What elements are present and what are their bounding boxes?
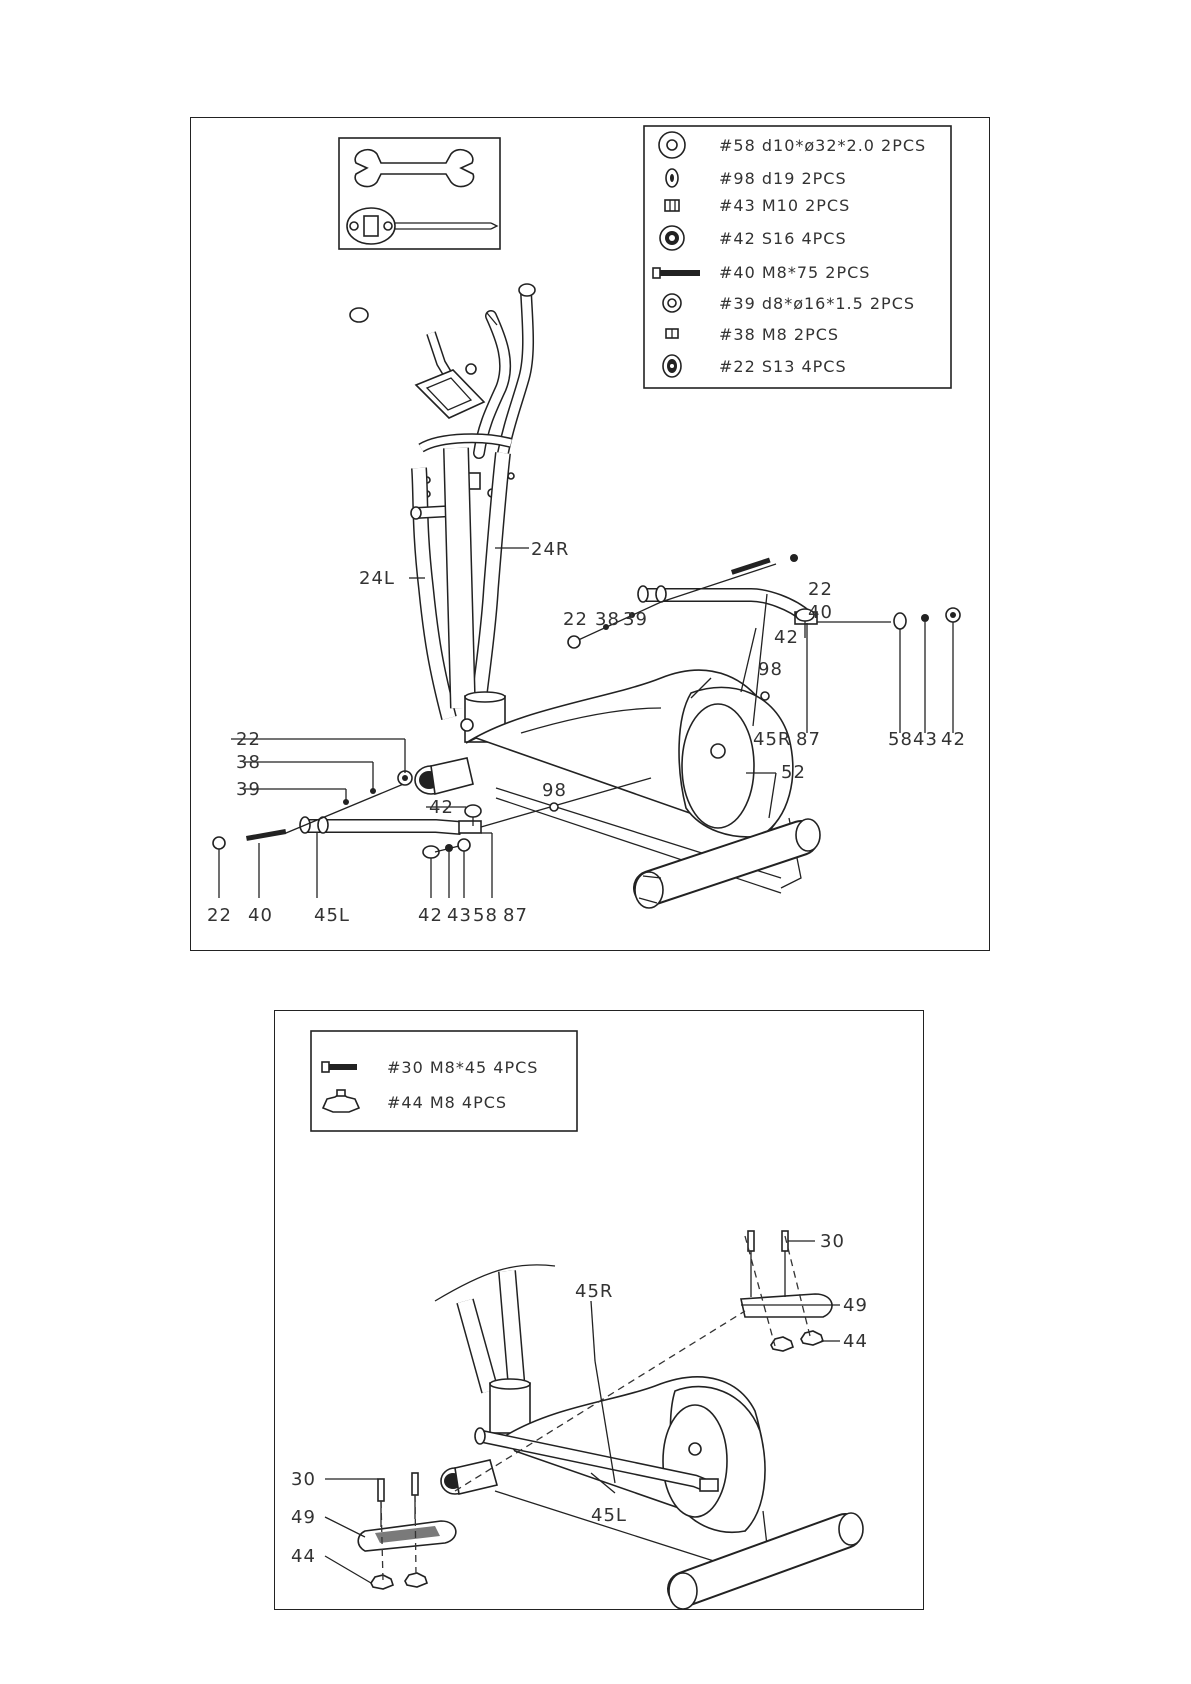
callout-87: 87 bbox=[503, 905, 528, 926]
part-row-98: #98 d19 2PCS bbox=[719, 169, 847, 188]
callout-38: 38 bbox=[236, 752, 261, 773]
callout-22: 22 bbox=[236, 729, 261, 750]
elliptical-assembly-diagram-2: #30 M8*45 4PCS #44 M8 4PCS bbox=[275, 1011, 925, 1611]
elliptical-assembly-diagram-1: #58 d10*ø32*2.0 2PCS #98 d19 2PCS #43 M1… bbox=[191, 118, 991, 952]
callout-43: 43 bbox=[913, 729, 938, 750]
callout-22: 22 bbox=[563, 609, 588, 630]
callout-52: 52 bbox=[781, 762, 806, 783]
callout-42: 42 bbox=[941, 729, 966, 750]
callout-40: 40 bbox=[248, 905, 273, 926]
nut-icon bbox=[665, 200, 679, 211]
callout-24L: 24L bbox=[359, 568, 395, 589]
washer-icon bbox=[666, 169, 678, 187]
part-row-39: #39 d8*ø16*1.5 2PCS bbox=[719, 294, 915, 313]
callout-98: 98 bbox=[758, 659, 783, 680]
tools-box bbox=[339, 138, 500, 249]
callout-24R: 24R bbox=[531, 539, 569, 560]
assembly-step-panel-1: #58 d10*ø32*2.0 2PCS #98 d19 2PCS #43 M1… bbox=[190, 117, 990, 951]
part-row-42: #42 S16 4PCS bbox=[719, 229, 847, 248]
part-row-38: #38 M8 2PCS bbox=[719, 325, 839, 344]
callout-43: 43 bbox=[447, 905, 472, 926]
left-pedal-49 bbox=[358, 1473, 456, 1589]
assembly-step-panel-2: #30 M8*45 4PCS #44 M8 4PCS bbox=[274, 1010, 924, 1610]
callout-40: 40 bbox=[808, 602, 833, 623]
part-row-40: #40 M8*75 2PCS bbox=[719, 263, 870, 282]
callout-22: 22 bbox=[808, 579, 833, 600]
callout-42: 42 bbox=[774, 627, 799, 648]
callout-45L: 45L bbox=[591, 1505, 627, 1526]
washer-icon bbox=[659, 132, 685, 158]
lock-nut-icon bbox=[660, 226, 684, 250]
pedal-arm-45L bbox=[300, 817, 481, 833]
callout-42: 42 bbox=[418, 905, 443, 926]
right-pedal-49 bbox=[741, 1231, 832, 1351]
callout-44: 44 bbox=[291, 1546, 316, 1567]
callout-58: 58 bbox=[473, 905, 498, 926]
callout-58: 58 bbox=[888, 729, 913, 750]
callout-30: 30 bbox=[291, 1469, 316, 1490]
callout-39: 39 bbox=[236, 779, 261, 800]
callout-22: 22 bbox=[207, 905, 232, 926]
callout-30: 30 bbox=[820, 1231, 845, 1252]
callout-44: 44 bbox=[843, 1331, 868, 1352]
part-row-30: #30 M8*45 4PCS bbox=[387, 1058, 538, 1077]
callout-45R: 45R bbox=[575, 1281, 613, 1302]
lock-nut-icon bbox=[663, 355, 681, 377]
callout-45L: 45L bbox=[314, 905, 350, 926]
callout-45R: 45R bbox=[753, 729, 791, 750]
washer-icon bbox=[663, 294, 681, 312]
callout-49: 49 bbox=[843, 1295, 868, 1316]
callout-39: 39 bbox=[623, 609, 648, 630]
hardware-parts-table: #30 M8*45 4PCS #44 M8 4PCS bbox=[311, 1031, 577, 1131]
part-callouts: 30 49 44 45R 45L 30 49 44 bbox=[291, 1231, 868, 1567]
part-row-43: #43 M10 2PCS bbox=[719, 196, 850, 215]
callout-87: 87 bbox=[796, 729, 821, 750]
callout-49: 49 bbox=[291, 1507, 316, 1528]
hardware-parts-table: #58 d10*ø32*2.0 2PCS #98 d19 2PCS #43 M1… bbox=[644, 126, 951, 388]
nut-icon bbox=[666, 329, 678, 338]
part-row-58: #58 d10*ø32*2.0 2PCS bbox=[719, 136, 926, 155]
part-row-44: #44 M8 4PCS bbox=[387, 1093, 507, 1112]
callout-98: 98 bbox=[542, 780, 567, 801]
callout-38: 38 bbox=[595, 609, 620, 630]
callout-42: 42 bbox=[429, 797, 454, 818]
part-row-22: #22 S13 4PCS bbox=[719, 357, 847, 376]
